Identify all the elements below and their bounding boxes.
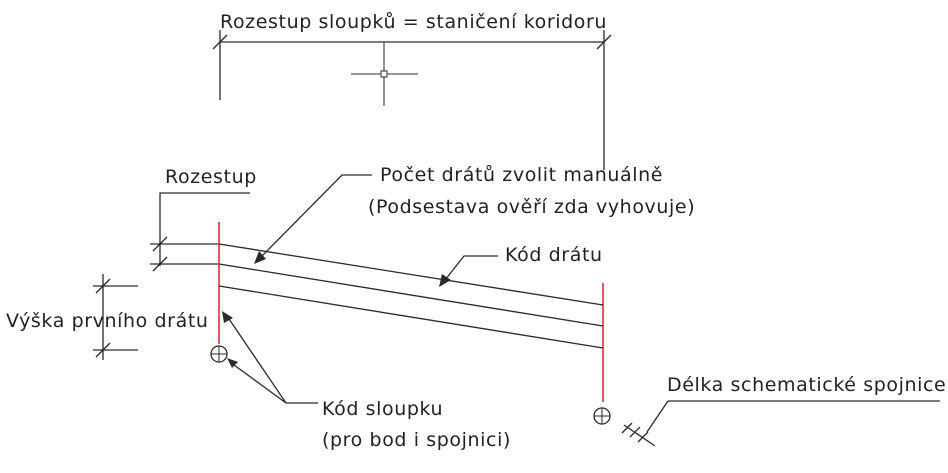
first-wire-height-label: Výška prvního drátu: [6, 310, 209, 332]
schematic-length-leader: [646, 400, 669, 433]
pole-code-leader-pole: [226, 315, 287, 404]
first-wire-height-dimension: Výška prvního drátu: [6, 274, 209, 360]
wire-spacing-leader: [159, 192, 250, 242]
wire-count-label-line2: (Podsestava ověří zda vyhovuje): [368, 196, 695, 218]
wire-code-leader-line: [444, 255, 498, 281]
spacing-title-label: Rozestup sloupků = staničení koridoru: [220, 11, 607, 33]
wire-count-leader: Počet drátů zvolit manuálně (Podsestava …: [254, 164, 695, 264]
wire-3: [218, 285, 604, 349]
schematic-length-label: Délka schematické spojnice: [667, 374, 946, 396]
spacing-tick-left: [212, 34, 228, 50]
first-wire-height-tick-bottom: [95, 342, 111, 358]
wire-code-leader: Kód drátu: [439, 244, 603, 287]
spacing-tick-right: [596, 34, 612, 50]
left-pole-point-icon: [210, 345, 228, 363]
pole-code-leader-point: [229, 361, 287, 404]
pole-code-leader: Kód sloupku (pro bod i spojnici): [222, 311, 511, 451]
wire-spacing-tick-bottom: [152, 256, 168, 272]
schematic-length-tick-2: [629, 426, 641, 438]
wire-count-arrow-icon: [254, 251, 266, 264]
wire-code-arrow-icon: [439, 274, 451, 287]
first-wire-height-tick-top: [95, 278, 111, 294]
wire-code-label: Kód drátu: [505, 244, 603, 266]
pole-spacing-dimension: Rozestup sloupků = staničení koridoru: [212, 11, 612, 170]
crosshair-cursor-icon: [351, 42, 418, 106]
schematic-length-tick-1: [621, 422, 633, 434]
wire-1: [218, 243, 604, 306]
wire-spacing-dimension: Rozestup: [150, 166, 257, 272]
right-pole-point-icon: [593, 407, 611, 425]
wire-count-label-line1: Počet drátů zvolit manuálně: [380, 164, 663, 186]
pole-code-label-line2: (pro bod i spojnici): [322, 429, 511, 451]
pole-code-label-line1: Kód sloupku: [322, 398, 443, 420]
wire-spacing-tick-top: [152, 236, 168, 252]
schematic-length-dim-line: [623, 424, 656, 447]
pole-code-arrow-point-icon: [227, 358, 238, 368]
wire-count-leader-line: [261, 174, 372, 257]
wire-2: [218, 263, 604, 327]
pole-code-arrow-pole-icon: [222, 311, 233, 323]
schematic-length-tick-3: [637, 431, 649, 443]
schematic-length-dimension: Délka schematické spojnice: [621, 374, 946, 447]
wire-spacing-label: Rozestup: [165, 166, 257, 188]
